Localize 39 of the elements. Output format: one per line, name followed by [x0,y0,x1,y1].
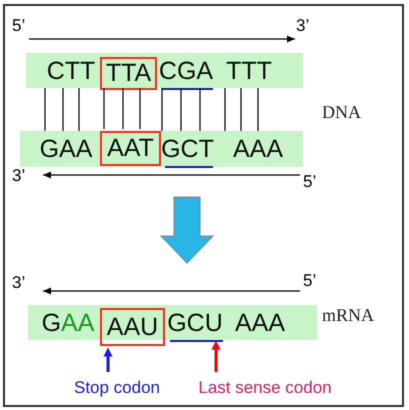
codon: GAA [38,307,98,339]
base-pair-line [240,88,242,131]
underlined-codon: GCU [166,307,224,339]
underlined-codon: GCT [161,133,214,165]
molecule-label: mRNA [322,306,374,324]
strand-band [26,53,303,88]
base-pair-line [44,88,46,131]
underlined-codon: CGA [158,55,214,87]
codon: AAA [230,307,290,339]
base-pair-line [180,88,182,131]
block-arrow [160,196,214,264]
boxed-codon: AAU [100,308,165,346]
strand-end-label: 5’ [12,17,26,34]
strand-end-label: 3’ [296,17,310,34]
boxed-codon: AAT [100,131,161,166]
strand-end-label: 3’ [12,167,26,184]
codon: GAA [35,133,97,165]
base-pair-line [257,88,259,131]
strand-band [20,131,303,167]
base-pair-line [161,88,163,131]
arrow [104,348,112,372]
codon: TTT [220,55,278,87]
base-pair-line [122,88,124,129]
arrow [212,340,220,372]
codon-caption: Stop codon [62,378,172,398]
strand-end-label: 5’ [303,173,316,190]
molecule-label: DNA [322,103,361,121]
boxed-codon: TTA [100,57,157,90]
base-pair-line [78,88,80,131]
base-pair-line [139,88,141,129]
strand-end-label: 5’ [303,272,316,289]
base-pair-line [103,88,105,129]
codon: AAA [228,133,288,165]
codon-caption: Last sense codon [183,378,347,398]
strand-end-label: 3’ [12,274,26,291]
codon: CTT [42,55,100,87]
base-pair-line [62,88,64,131]
base-pair-line [224,88,226,131]
base-pair-line [199,88,201,131]
